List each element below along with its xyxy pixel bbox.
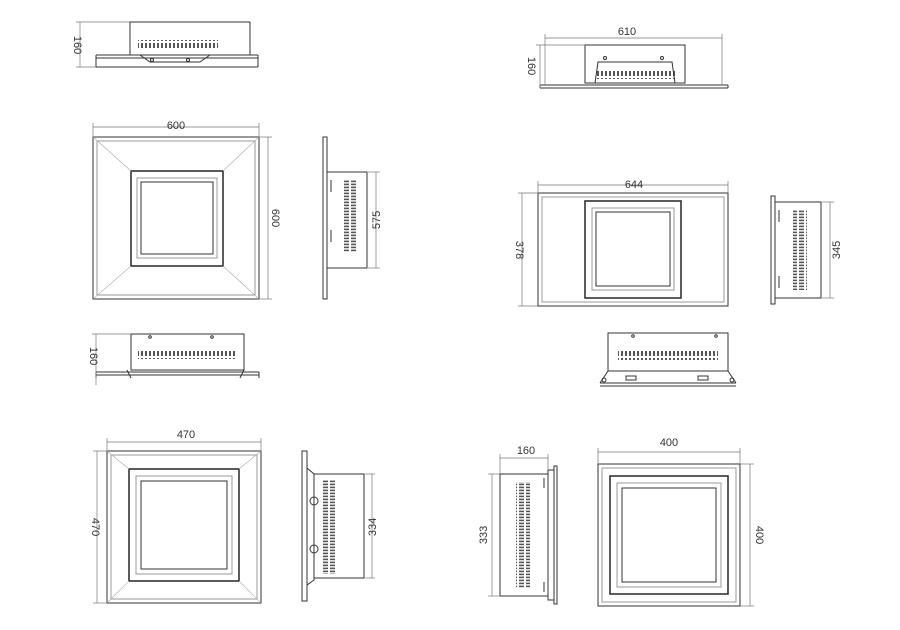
front-view-644 bbox=[518, 181, 729, 307]
dim-160-mid-left: 160 bbox=[87, 347, 99, 365]
dim-470-width: 470 bbox=[177, 429, 195, 441]
side-view-mid-right bbox=[599, 332, 737, 387]
dim-400-height: 400 bbox=[753, 526, 765, 544]
dimension-labels: 160 610 160 600 600 575 644 378 345 160 … bbox=[71, 26, 843, 544]
dim-600-height: 600 bbox=[269, 209, 281, 227]
dim-610: 610 bbox=[618, 26, 636, 38]
side-view-575 bbox=[322, 136, 380, 300]
side-view-top-right bbox=[536, 34, 729, 89]
dim-644: 644 bbox=[625, 179, 643, 191]
side-view-334 bbox=[301, 450, 375, 602]
side-view-top-left bbox=[76, 21, 259, 68]
dim-378: 378 bbox=[513, 241, 525, 259]
dim-575: 575 bbox=[371, 211, 383, 229]
side-view-333 bbox=[488, 454, 558, 605]
dim-333: 333 bbox=[478, 526, 490, 544]
dim-470-height: 470 bbox=[89, 518, 101, 536]
side-view-mid-left bbox=[92, 333, 260, 385]
front-view-470 bbox=[93, 438, 262, 604]
front-view-600 bbox=[92, 123, 272, 300]
dim-160-top-left: 160 bbox=[71, 36, 83, 54]
dim-334: 334 bbox=[367, 518, 379, 536]
front-view-400 bbox=[597, 448, 754, 607]
dim-600-width: 600 bbox=[167, 120, 185, 132]
dim-160-top-right: 160 bbox=[525, 57, 537, 75]
dim-160-bottom: 160 bbox=[517, 445, 535, 457]
side-view-345 bbox=[770, 195, 834, 305]
dim-400-width: 400 bbox=[660, 437, 678, 449]
dim-345: 345 bbox=[831, 241, 843, 259]
